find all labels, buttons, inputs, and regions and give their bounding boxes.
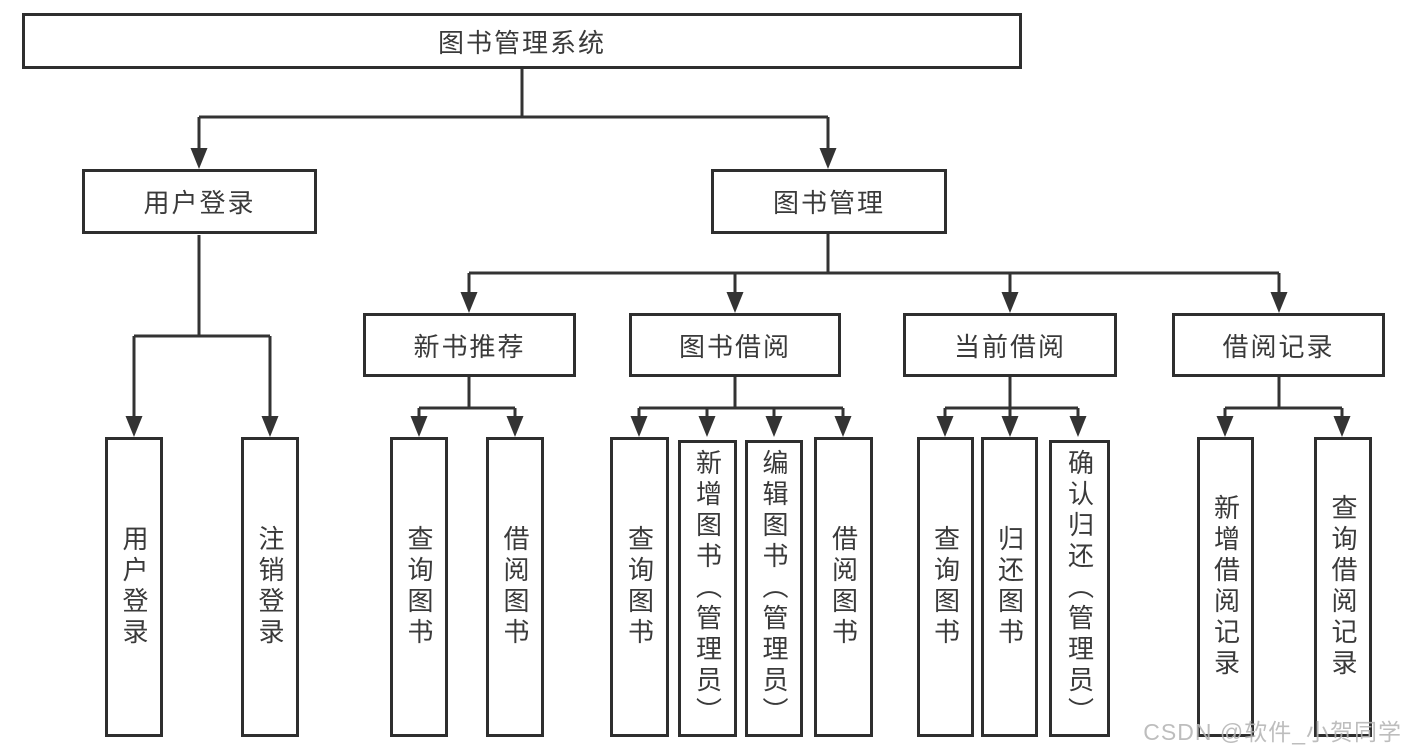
node-br-query-record: 查询借阅记录 bbox=[1314, 437, 1372, 737]
node-bb-edit-books: 编辑图书（管理员） bbox=[745, 440, 803, 737]
node-root: 图书管理系统 bbox=[22, 13, 1022, 69]
node-cb-return-books: 归还图书 bbox=[981, 437, 1038, 737]
node-book-borrow: 图书借阅 bbox=[629, 313, 841, 377]
node-cb-query-books: 查询图书 bbox=[917, 437, 974, 737]
node-user-login: 用户登录 bbox=[82, 169, 317, 234]
watermark: CSDN @软件_小贺同学 bbox=[1143, 719, 1402, 745]
node-current-borrow: 当前借阅 bbox=[903, 313, 1117, 377]
node-ul-logout: 注销登录 bbox=[241, 437, 299, 737]
node-ul-user-login: 用户登录 bbox=[105, 437, 163, 737]
node-borrow-record: 借阅记录 bbox=[1172, 313, 1385, 377]
node-new-book-rec: 新书推荐 bbox=[363, 313, 576, 377]
node-bb-query-books: 查询图书 bbox=[610, 437, 669, 737]
node-book-mgmt: 图书管理 bbox=[711, 169, 947, 234]
node-bb-borrow-books: 借阅图书 bbox=[814, 437, 873, 737]
node-nb-borrow-books: 借阅图书 bbox=[486, 437, 544, 737]
node-cb-confirm-return: 确认归还（管理员） bbox=[1049, 440, 1110, 737]
node-br-add-record: 新增借阅记录 bbox=[1197, 437, 1254, 737]
node-bb-add-books: 新增图书（管理员） bbox=[678, 440, 737, 737]
node-nb-query-books: 查询图书 bbox=[390, 437, 448, 737]
